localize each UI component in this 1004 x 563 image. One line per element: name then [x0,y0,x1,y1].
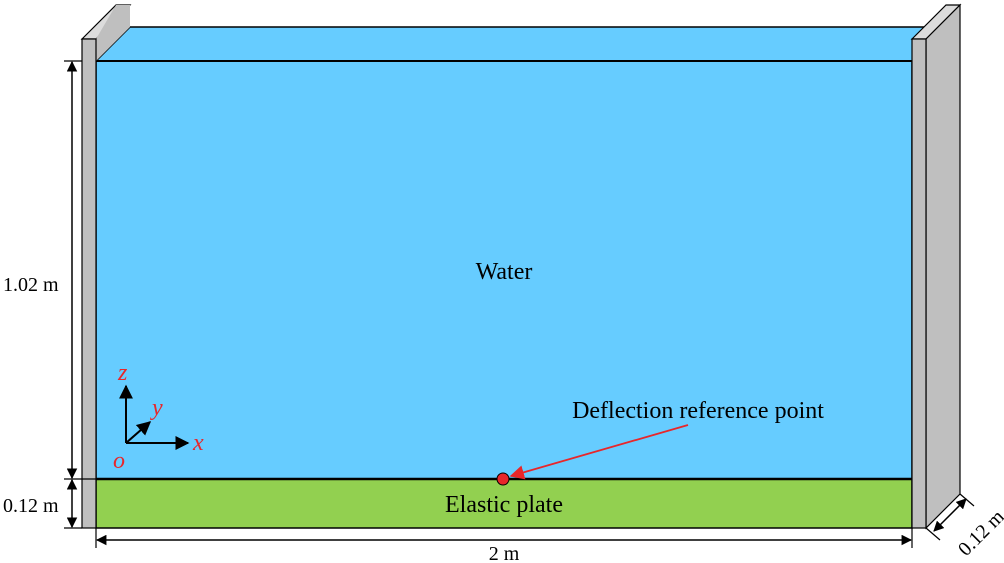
origin-label: o [113,448,125,474]
tank-width-label: 0.12 m [954,505,1004,560]
x-axis-label: x [192,430,204,456]
tank-length-label: 2 m [489,543,520,563]
water-top-surface [94,26,948,62]
water-height-label: 1.02 m [3,274,59,296]
reference-point-arrow [509,424,689,480]
z-axis-label: z [117,360,128,386]
water-label: Water [476,259,533,285]
plate-thickness-label: 0.12 m [3,495,59,517]
plate-label: Elastic plate [445,492,563,518]
water-body [95,60,913,480]
reference-point-marker [496,472,510,486]
water-height-dimension: 1.02 m [3,60,96,480]
tank-length-dimension: 2 m [95,528,913,563]
reference-point-label: Deflection reference point [572,398,824,424]
elastic-plate [95,478,913,529]
right-wall [910,3,962,530]
left-wall [80,4,132,529]
y-axis-label: y [150,395,163,421]
plate-thickness-dimension: 0.12 m [3,478,82,529]
coordinate-axes: z y x o [113,360,204,474]
